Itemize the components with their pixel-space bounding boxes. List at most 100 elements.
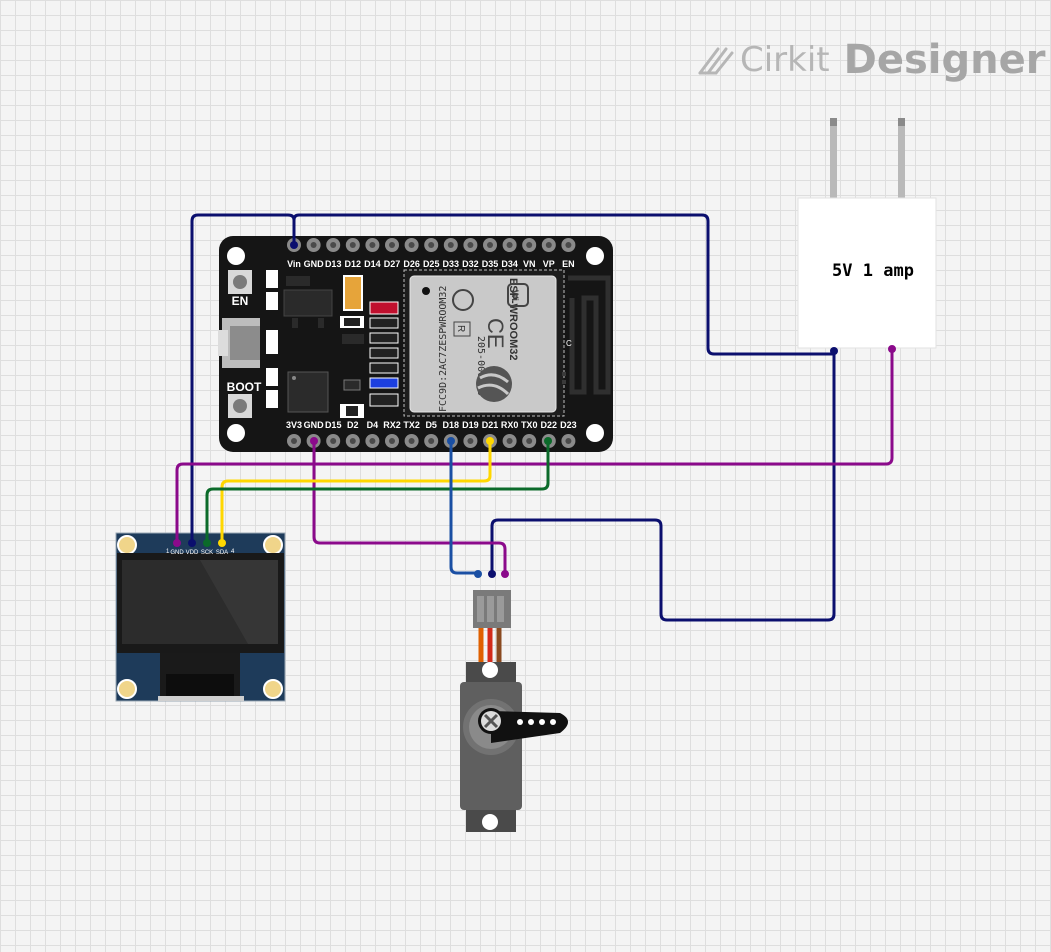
esp32-top-pin-hole [447, 242, 454, 248]
esp32-bottom-header [287, 434, 576, 448]
esp32-pin-label: D18 [443, 420, 460, 430]
mount-hole [586, 424, 604, 442]
mount-hole [227, 424, 245, 442]
wire-vin-oled-vdd[interactable] [190, 213, 296, 543]
esp32-pin-label: Vin [287, 259, 301, 269]
servo-motor[interactable] [460, 590, 568, 832]
esp-wroom32-module: FCC9D:2AC7ZESPWROOM32 ESP-WROOM32 205-00… [403, 269, 565, 417]
cirkit-designer-logo: Cirkit Designer [696, 36, 1045, 84]
esp32-pin-label: GND [304, 259, 325, 269]
esp32-pin-label: D25 [423, 259, 440, 269]
esp32-bottom-pin-hole [369, 438, 376, 444]
esp32-pin-label: D14 [364, 259, 381, 269]
wire-adapter-servo-power[interactable] [490, 349, 836, 622]
oled-pin-index-last: 4 [231, 549, 235, 555]
esp32-pin-label: D34 [501, 259, 518, 269]
boot-button-label: BOOT [227, 380, 262, 394]
en-button[interactable] [228, 270, 252, 294]
wire-vin-adapter[interactable] [292, 213, 834, 356]
logo-text-designer: Designer [843, 37, 1046, 83]
wire-gnd-oled-adapter[interactable] [175, 349, 894, 543]
esp32-top-pin-hole [487, 242, 493, 248]
esp32-bottom-pin-hole [506, 438, 513, 444]
adapter-label: 5V 1 amp [832, 261, 914, 281]
esp32-top-pin-hole [389, 242, 395, 248]
esp32-bottom-pin-hole [467, 438, 474, 444]
esp32-bottom-pin-hole [291, 438, 297, 444]
power-adapter[interactable]: 5V 1 amp [797, 118, 937, 349]
esp32-pin-label: RX0 [501, 420, 519, 430]
esp32-top-pin-hole [526, 242, 533, 248]
esp32-pin-label: GND [304, 420, 325, 430]
esp32-bottom-pin-hole [565, 438, 572, 444]
esp32-bottom-pin-hole [349, 438, 356, 444]
esp32-pin-label: VN [523, 259, 536, 269]
module-r-mark: R [455, 325, 466, 332]
wifi-logo-icon [507, 283, 529, 307]
module-ce-mark: CE [483, 318, 508, 349]
esp32-pin-label: TX0 [521, 420, 538, 430]
module-name-text: ESP-WROOM32 [507, 278, 519, 361]
logo-text-cirkit: Cirkit [740, 40, 830, 80]
esp32-top-pin-hole [467, 242, 474, 248]
module-r-box [453, 321, 471, 337]
en-button-label: EN [232, 294, 249, 308]
esp32-pin-label: EN [562, 259, 575, 269]
esp32-pin-label: D19 [462, 420, 479, 430]
esp32-top-pin-hole [545, 242, 552, 248]
esp32-pin-label: RX2 [383, 420, 401, 430]
esp32-top-pin-hole [310, 242, 317, 248]
esp32-pin-label: D5 [425, 420, 437, 430]
module-cert-text: 205-000519 [475, 336, 486, 396]
esp32-pin-label: D27 [384, 259, 401, 269]
esp32-pin-label: D33 [443, 259, 460, 269]
voltage-regulator [283, 276, 333, 328]
esp32-pin-label: D22 [541, 420, 558, 430]
smd-components-left [266, 270, 278, 408]
esp32-pin-label: D13 [325, 259, 342, 269]
wire-d22-oled-sck[interactable] [205, 441, 550, 543]
esp32-pin-label: D23 [560, 420, 577, 430]
esp32-top-pin-hole [565, 242, 572, 248]
esp32-top-pin-hole [330, 242, 337, 248]
oled-pin-label: GND [170, 550, 184, 556]
oled-pin-label: SDA [216, 550, 228, 556]
esp32-pin-label: D26 [403, 259, 420, 269]
wire-endpoints [173, 241, 896, 578]
esp32-bottom-pin-hole [408, 438, 415, 444]
espressif-logo-icon [476, 366, 512, 402]
esp32-top-pin-hole [369, 242, 376, 248]
esp32-pin-label: D2 [347, 420, 359, 430]
esp32-top-pin-hole [408, 242, 415, 248]
wire-d18-servo-signal[interactable] [449, 441, 478, 575]
led-array [340, 301, 399, 418]
esp32-pin-label: D35 [482, 259, 499, 269]
esp32-top-pin-hole [349, 242, 356, 248]
mount-hole [586, 247, 604, 265]
esp32-bottom-pin-hole [526, 438, 533, 444]
pcb-antenna: C [562, 275, 611, 395]
esp32-top-pin-hole [428, 242, 435, 248]
wire-d21-oled-sda[interactable] [220, 441, 492, 543]
module-fcc-text: FCC9D:2AC7ZESPWROOM32 [438, 286, 449, 412]
boot-button[interactable] [228, 394, 252, 418]
wire-gnd-servo[interactable] [312, 441, 507, 574]
esp32-top-pin-hole [506, 242, 513, 248]
esp32-bottom-pin-hole [330, 438, 337, 444]
esp32-bottom-pin-hole [389, 438, 395, 444]
mount-hole [227, 247, 245, 265]
esp32-pin-label: D15 [325, 420, 342, 430]
oled-pin-label: VDD [186, 550, 199, 556]
wires [175, 213, 894, 622]
esp32-pin-label: TX2 [403, 420, 420, 430]
esp32-pin-label: D4 [367, 420, 379, 430]
fcc-logo-icon [452, 289, 474, 311]
usb-serial-chip [287, 371, 329, 413]
esp32-top-header [287, 238, 576, 252]
